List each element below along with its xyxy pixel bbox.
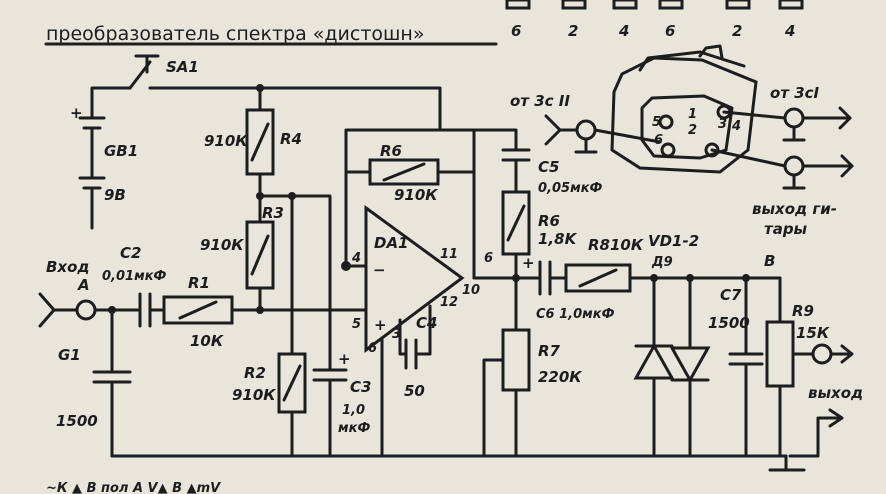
c5-value: 0,05мкФ <box>538 181 603 196</box>
from-3c1-label: от 3сI <box>770 84 820 102</box>
svg-text:4: 4 <box>351 251 361 266</box>
r6-value: 910К <box>394 186 438 204</box>
svg-text:3: 3 <box>392 327 401 342</box>
g1-label: G1 <box>58 346 81 364</box>
svg-text:11: 11 <box>440 247 458 262</box>
power-supply: SA1 + GB1 9В <box>70 54 442 224</box>
c6-label: С6 1,0мкФ <box>536 307 615 322</box>
battery-plus: + <box>70 104 83 122</box>
svg-text:5: 5 <box>352 317 361 332</box>
r1-value: 10К <box>190 332 224 350</box>
r2-label: R2 <box>244 364 266 382</box>
c4-value: 50 <box>404 382 425 400</box>
node-b: В <box>764 252 775 270</box>
c5-label: С5 <box>538 158 559 176</box>
c2-value: 0,01мкФ <box>102 269 167 284</box>
svg-text:10: 10 <box>462 283 480 298</box>
input-section: Вход А С2 0,01мкФ R1 10К G1 1500 R2 910К <box>38 220 788 458</box>
svg-text:+: + <box>338 350 351 368</box>
r6b-label: R6 <box>538 212 560 230</box>
r9-value: 15К <box>796 324 830 342</box>
r3-value: 910К <box>200 236 244 254</box>
svg-text:6: 6 <box>368 341 377 356</box>
vd-type: Д9 <box>651 255 673 270</box>
c7-value: 1500 <box>708 314 750 332</box>
top-number: 2 <box>732 22 742 40</box>
svg-text:4: 4 <box>731 119 741 134</box>
schematic-title: преобразователь спектра «дистошн» <box>46 23 424 45</box>
r2-value: 910К <box>232 386 276 404</box>
node-a: А <box>77 276 90 294</box>
svg-text:1: 1 <box>688 107 697 122</box>
g1-value: 1500 <box>56 412 98 430</box>
r8-label: R810К <box>588 236 644 254</box>
top-number: 6 <box>665 22 675 40</box>
da1-label: DA1 <box>374 234 409 252</box>
c7-label: С7 <box>720 286 742 304</box>
divider-r4-r3: 910К R4 R3 910К <box>200 84 332 372</box>
battery-voltage: 9В <box>104 186 126 204</box>
vd-label: VD1-2 <box>648 232 699 250</box>
top-number-row: 6 2 4 6 2 4 <box>505 0 804 40</box>
opamp-da1: DA1 − + R6 910К 4 11 10 12 5 3 6 6 С4 50 <box>341 128 493 458</box>
r4-label: R4 <box>280 130 302 148</box>
r6-label: R6 <box>380 142 402 160</box>
r1-label: R1 <box>188 274 210 292</box>
from-3c2-label: от 3с II <box>510 92 570 110</box>
c4-label: С4 <box>416 314 437 332</box>
r7-label: R7 <box>538 342 561 360</box>
guitar-out-label-2: тары <box>764 220 808 238</box>
svg-text:+: + <box>522 254 535 272</box>
r6b-value: 1,8K <box>538 230 578 248</box>
c3-unit: мкФ <box>338 421 370 436</box>
svg-text:6: 6 <box>484 251 493 266</box>
top-number: 2 <box>568 22 578 40</box>
c3-label: С3 <box>350 378 371 396</box>
sa1-label: SA1 <box>166 58 199 76</box>
gb1-label: GB1 <box>104 142 138 160</box>
svg-text:2: 2 <box>688 123 697 138</box>
guitar-out-label: выход ги- <box>752 200 837 218</box>
footswitch-plug: 5 1 2 6 3 4 от 3с II от 3сI выход ги- та… <box>510 44 854 238</box>
input-label: Вход <box>46 258 90 276</box>
r3-label: R3 <box>262 204 284 222</box>
svg-text:−: − <box>373 261 386 279</box>
top-number: 4 <box>618 22 629 40</box>
r7-value: 220К <box>538 368 582 386</box>
r9-label: R9 <box>792 302 814 320</box>
svg-text:+: + <box>374 316 387 334</box>
bottom-cropped-text: ~К ▲ В пол А V▲ В ▲mV <box>46 481 221 494</box>
svg-text:12: 12 <box>440 295 458 310</box>
top-number: 6 <box>511 22 521 40</box>
svg-text:5: 5 <box>652 115 661 130</box>
c2-label: С2 <box>120 244 141 262</box>
r4-value: 910К <box>204 132 248 150</box>
output-stage: С5 0,05мкФ R6 1,8K R7 220К + С6 1,0мкФ R… <box>472 128 863 472</box>
top-number: 4 <box>784 22 795 40</box>
c3-value: 1,0 <box>342 403 365 418</box>
output-label: выход <box>808 384 863 402</box>
svg-text:3: 3 <box>718 117 727 132</box>
